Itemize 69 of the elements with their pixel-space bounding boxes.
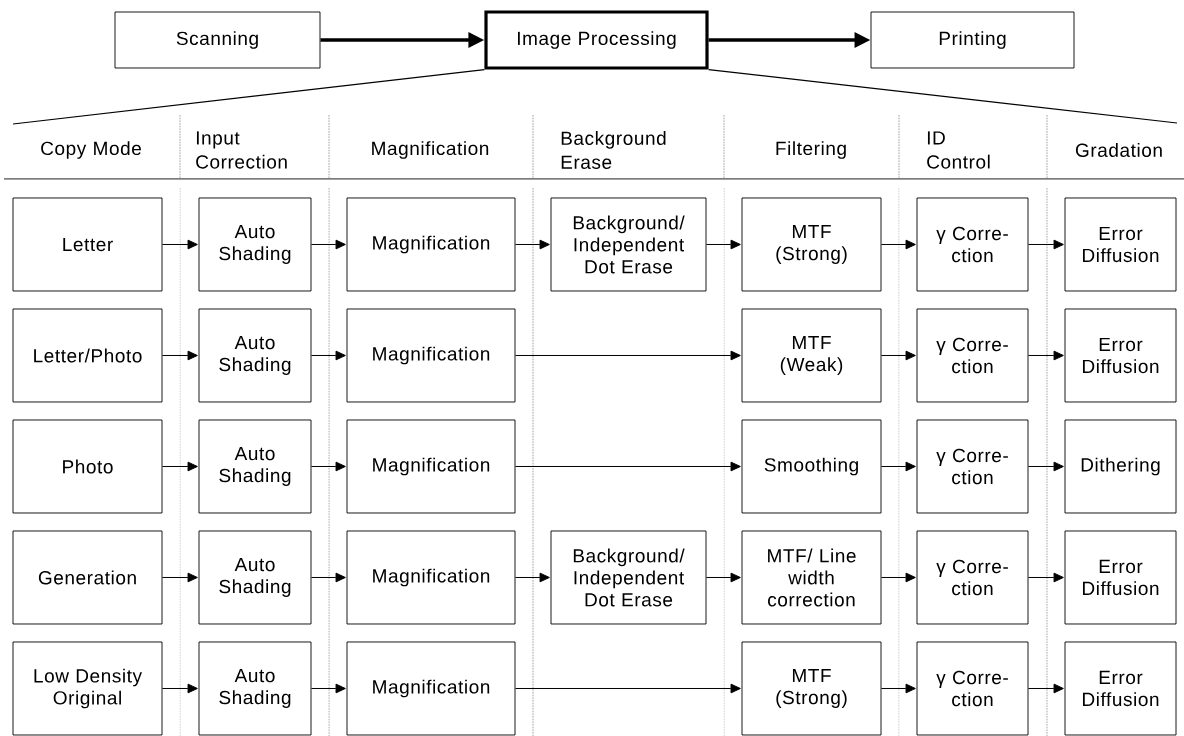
arrow bbox=[310, 461, 346, 472]
arrow bbox=[514, 239, 550, 250]
process-box: Low Density Original bbox=[12, 641, 163, 736]
arrow bbox=[161, 239, 198, 250]
arrow bbox=[310, 572, 346, 583]
process-box: Generation bbox=[12, 530, 163, 625]
arrow bbox=[310, 683, 346, 694]
process-box: Magnification bbox=[346, 530, 516, 625]
process-box: Letter bbox=[12, 197, 163, 292]
arrow bbox=[161, 683, 198, 694]
process-box: Background/ Independent Dot Erase bbox=[550, 197, 707, 292]
process-box: Photo bbox=[12, 419, 163, 514]
process-box: Error Diffusion bbox=[1064, 530, 1177, 625]
process-box: Background/ Independent Dot Erase bbox=[550, 530, 707, 625]
process-box: Magnification bbox=[346, 419, 516, 514]
arrow bbox=[880, 239, 916, 250]
process-box: γ Corre- ction bbox=[916, 641, 1029, 736]
arrow bbox=[310, 350, 346, 361]
process-box: MTF (Strong) bbox=[741, 641, 882, 736]
arrow bbox=[161, 572, 198, 583]
process-box: Dithering bbox=[1064, 419, 1177, 514]
column-header: Gradation bbox=[1075, 143, 1162, 157]
arrow bbox=[1027, 572, 1064, 583]
process-box: Magnification bbox=[346, 197, 516, 292]
column-header: Magnification bbox=[372, 141, 489, 159]
arrow bbox=[161, 461, 198, 472]
process-box: Error Diffusion bbox=[1064, 197, 1177, 292]
process-box: Smoothing bbox=[741, 419, 882, 514]
arrow bbox=[880, 683, 916, 694]
process-box: γ Corre- ction bbox=[916, 197, 1029, 292]
arrow bbox=[161, 350, 198, 361]
column-header: ID Control bbox=[927, 131, 990, 169]
column-header: Background Erase bbox=[561, 131, 666, 169]
process-box: Error Diffusion bbox=[1064, 308, 1177, 403]
column-header: Copy Mode bbox=[41, 141, 141, 159]
process-box: Auto Shading bbox=[198, 641, 312, 736]
arrow bbox=[705, 239, 741, 250]
arrow bbox=[1027, 239, 1064, 250]
process-box: Auto Shading bbox=[198, 419, 312, 514]
arrow bbox=[880, 572, 916, 583]
process-box: Auto Shading bbox=[198, 308, 312, 403]
process-box: Printing bbox=[870, 11, 1075, 69]
arrow bbox=[1027, 461, 1064, 472]
process-box: Letter/Photo bbox=[12, 308, 163, 403]
arrow bbox=[514, 683, 741, 694]
column-header: Filtering bbox=[776, 141, 846, 159]
process-box: Magnification bbox=[346, 641, 516, 736]
process-box: MTF (Strong) bbox=[741, 197, 882, 292]
arrow bbox=[880, 350, 916, 361]
process-box: Error Diffusion bbox=[1064, 641, 1177, 736]
arrow bbox=[514, 461, 741, 472]
arrow bbox=[880, 461, 916, 472]
arrow bbox=[514, 572, 550, 583]
arrow bbox=[1027, 350, 1064, 361]
process-box: Magnification bbox=[346, 308, 516, 403]
process-box: γ Corre- ction bbox=[916, 419, 1029, 514]
process-box: MTF/ Line width correction bbox=[741, 530, 882, 625]
process-box: γ Corre- ction bbox=[916, 530, 1029, 625]
arrow bbox=[310, 239, 346, 250]
process-box: MTF (Weak) bbox=[741, 308, 882, 403]
process-box: Auto Shading bbox=[198, 197, 312, 292]
column-header: Input Correction bbox=[196, 131, 287, 169]
process-box: γ Corre- ction bbox=[916, 308, 1029, 403]
process-box: Image Processing bbox=[484, 10, 709, 70]
arrow bbox=[705, 572, 741, 583]
arrow bbox=[1027, 683, 1064, 694]
arrow bbox=[514, 350, 741, 361]
process-box: Auto Shading bbox=[198, 530, 312, 625]
process-box: Scanning bbox=[114, 11, 321, 69]
